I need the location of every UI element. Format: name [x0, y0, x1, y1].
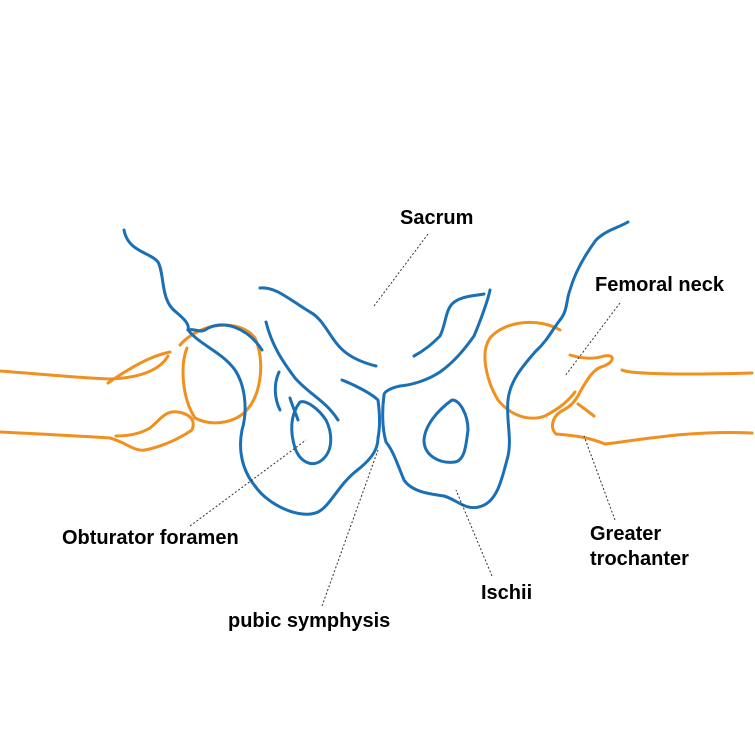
left-femoral-head: [178, 323, 263, 425]
leader-sacrum: [373, 233, 429, 307]
left-symphysis-edge: [340, 378, 381, 440]
right-femur-upper-shaft: [620, 368, 754, 376]
right-sacrum-lower: [382, 288, 492, 397]
leader-lines: [189, 233, 621, 607]
leader-ischii: [455, 489, 493, 577]
label-greater-trochanter-line2: trochanter: [590, 548, 689, 570]
pelvis: [122, 220, 630, 516]
leader-greater-trochanter: [583, 435, 616, 521]
right-femur-neck-line: [551, 353, 614, 436]
left-sacrum-lower: [264, 320, 340, 422]
left-iliac-crest: [122, 228, 190, 332]
left-ilium-inner: [186, 323, 264, 352]
label-sacrum: Sacrum: [400, 207, 474, 229]
label-obturator-foramen: Obturator foramen: [62, 527, 239, 549]
right-femur-trochanter-line: [576, 402, 596, 418]
left-obturator-foramen: [290, 400, 333, 465]
label-pubic-symphysis: pubic symphysis: [228, 610, 391, 632]
right-obturator-foramen: [422, 398, 470, 464]
right-femur-lower-shaft: [554, 430, 754, 446]
leader-femoral-neck: [564, 302, 621, 377]
label-greater-trochanter-line1: Greater: [590, 523, 662, 545]
leader-pubic-symphysis: [321, 449, 379, 607]
right-ilium-outer: [381, 318, 562, 510]
left-ilium-outer: [186, 328, 380, 516]
left-sacrum-wing: [258, 286, 378, 368]
label-femoral-neck: Femoral neck: [595, 274, 724, 296]
right-femoral-head: [483, 320, 577, 420]
right-iliac-crest: [558, 220, 630, 322]
leader-obturator-foramen: [189, 439, 307, 527]
right-sacrum-wing: [412, 292, 486, 358]
left-femur-upper-shaft: [0, 354, 170, 381]
left-femur-neck-line: [106, 350, 172, 385]
left-femur-lower-shaft: [0, 410, 195, 452]
femur-left: [0, 323, 263, 452]
femur-right: [483, 320, 754, 446]
label-ischii: Ischii: [481, 582, 533, 604]
